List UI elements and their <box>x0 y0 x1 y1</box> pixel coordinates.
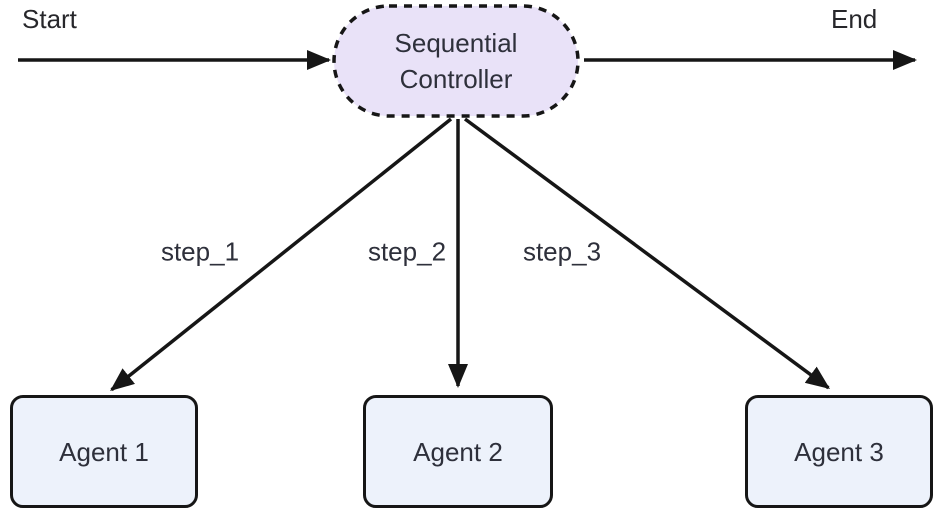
edge-label-step-1: step_1 <box>160 236 240 267</box>
edge-step-1 <box>110 117 453 392</box>
agent-3-node: Agent 3 <box>745 395 933 508</box>
sequential-controller-node <box>332 4 580 118</box>
controller-label-line2: Controller <box>399 64 513 94</box>
edge-label-step-2: step_2 <box>367 236 447 267</box>
edge-label-step-3: step_3 <box>522 236 602 267</box>
sequential-controller-label: Sequential Controller <box>332 4 580 118</box>
agent-3-label: Agent 3 <box>794 436 884 467</box>
end-label: End <box>831 4 878 34</box>
edge-step-3 <box>463 117 831 390</box>
agent-2-label: Agent 2 <box>413 436 503 467</box>
agent-2-node: Agent 2 <box>363 395 553 508</box>
controller-label-line1: Sequential <box>394 28 518 58</box>
agent-1-node: Agent 1 <box>10 395 198 508</box>
agent-1-label: Agent 1 <box>59 436 149 467</box>
start-label: Start <box>22 4 77 34</box>
